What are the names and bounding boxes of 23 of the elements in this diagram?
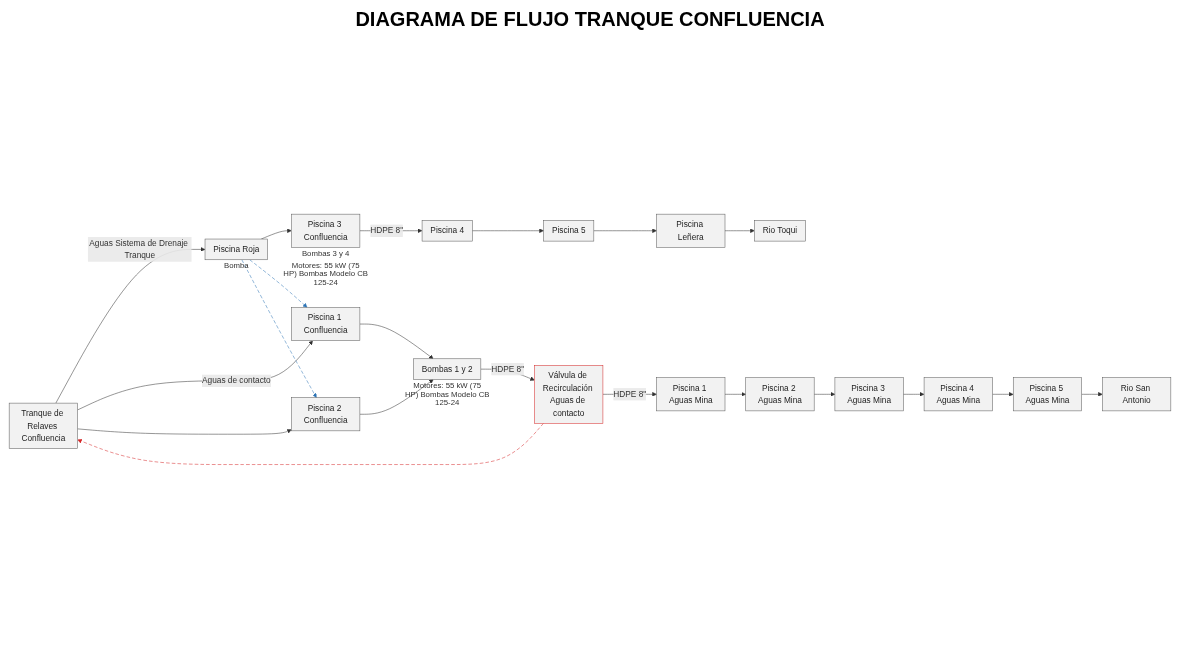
edge-label: HDPE 8" [613,389,647,399]
node-box: Rio Toqui [754,219,806,241]
edge-label: Aguas Sistema de Drenaje Tranque [89,238,188,260]
edge-label: HDPE 8" [370,225,404,235]
node-box: Válvula de Recirculación Aguas de contacto [534,364,604,424]
node-box: Piscina 4 Aguas Mina [923,377,993,411]
node-box: Piscina 1 Confluencia [291,306,361,341]
node-box: Piscina 3 Aguas Mina [834,377,904,411]
edge-label: Aguas de contacto [202,375,271,385]
node-box: Tranque de Relaves Confluencia [8,402,78,449]
node-box: Piscina 3 Confluencia [291,213,361,248]
node-box: Piscina 4 [421,219,473,241]
diagram-title: DIAGRAMA DE FLUJO TRANQUE CONFLUENCIA [354,8,826,31]
node-box: Piscina Roja [204,238,268,260]
node-box: Bombas 1 y 2 [413,358,482,380]
node-box: Piscina 5 [543,219,595,241]
node-box: Piscina 1 Aguas Mina [656,377,726,411]
node-box: Rio San Antonio [1102,377,1172,411]
node-box: Piscina Leñera [656,213,726,248]
node-box: Piscina 2 Confluencia [291,397,361,431]
node-box: Piscina 5 Aguas Mina [1013,377,1082,411]
node-box: Piscina 2 Aguas Mina [745,377,815,411]
edge-label: HDPE 8" [491,364,525,373]
